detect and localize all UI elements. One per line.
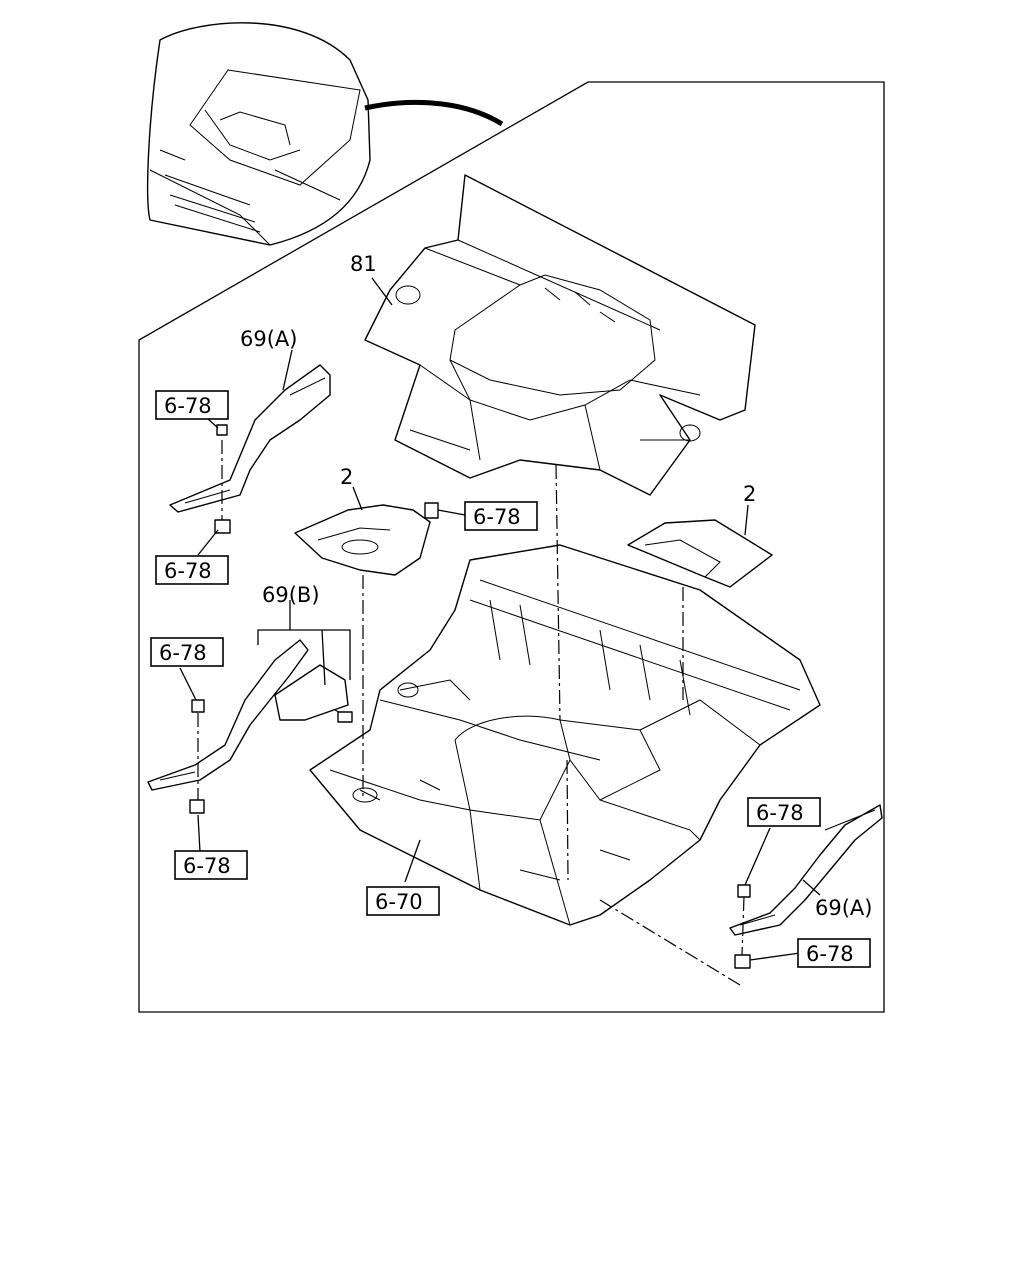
leader-lines (179, 277, 821, 986)
ref-box-floor[interactable]: 6-70 (366, 886, 440, 916)
ref-label-floor: 6-70 (375, 890, 423, 914)
callout-2-left: 2 (340, 465, 353, 489)
fastener-glyphs (189, 424, 751, 969)
ref-label-2: 6-78 (164, 559, 212, 583)
cab-overview-illustration (146, 22, 504, 246)
callout-69a-right: 69(A) (815, 896, 872, 920)
diagram-frame (138, 81, 885, 1013)
ref-label-6: 6-78 (756, 801, 804, 825)
ref-box-2[interactable]: 6-78 (155, 555, 229, 585)
floor-panel-81 (364, 174, 756, 496)
cover-2-right (627, 519, 773, 588)
ref-box-4[interactable]: 6-78 (150, 637, 224, 667)
cover-2-left (294, 504, 431, 576)
ref-box-3[interactable]: 6-78 (464, 501, 538, 531)
plate-69a-left (169, 364, 331, 513)
ref-label-5: 6-78 (183, 854, 231, 878)
callout-2-right: 2 (743, 482, 756, 506)
ref-box-5[interactable]: 6-78 (174, 850, 248, 880)
ref-box-1[interactable]: 6-78 (155, 390, 229, 420)
callout-81: 81 (350, 252, 377, 276)
plate-69a-right (729, 804, 883, 936)
plate-69b (147, 639, 351, 791)
callout-69a-left: 69(A) (240, 327, 297, 351)
ref-label-3: 6-78 (473, 505, 521, 529)
ref-label-7: 6-78 (806, 942, 854, 966)
ref-box-6[interactable]: 6-78 (747, 797, 821, 827)
callout-69b: 69(B) (262, 583, 320, 607)
ref-label-1: 6-78 (164, 394, 212, 418)
ref-label-4: 6-78 (159, 641, 207, 665)
main-floor-assembly (309, 544, 821, 926)
ref-box-7[interactable]: 6-78 (797, 938, 871, 968)
overview-pointer (364, 99, 504, 127)
